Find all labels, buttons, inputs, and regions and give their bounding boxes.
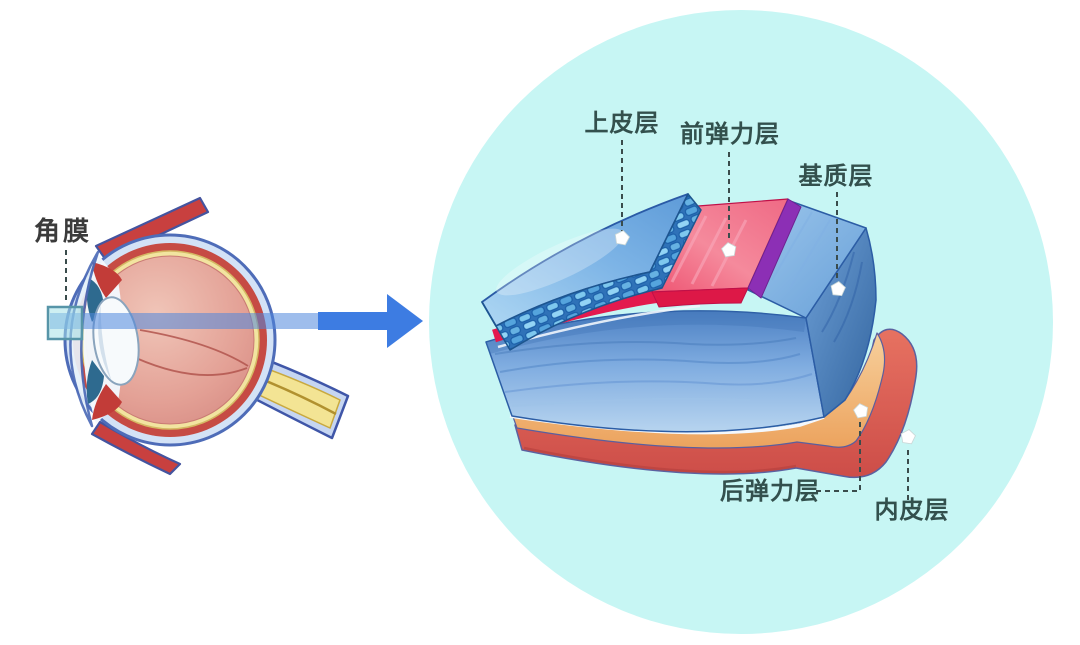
endothelium-bottom-edge (523, 446, 797, 474)
light-beam (50, 313, 320, 329)
epithelium-slab (481, 193, 702, 351)
iris-bottom (86, 360, 104, 404)
retina-fold-line (139, 329, 249, 367)
bowman-purple-edge (747, 198, 802, 299)
stroma-side-texture (821, 251, 863, 343)
retina-fold-line (135, 357, 248, 376)
inferior-muscle (90, 420, 182, 476)
light-beam-arrow (50, 294, 423, 348)
label-epithelium: 上皮层 (585, 109, 660, 137)
stroma-fiber-line (511, 397, 751, 407)
arrow-head (387, 294, 423, 348)
label-endothelium: 内皮层 (875, 496, 950, 524)
ciliary-body-top (92, 262, 122, 298)
eye-illustration (63, 196, 350, 476)
label-bowman: 前弹力层 (680, 120, 780, 148)
leader-lines (65, 140, 909, 500)
bowman-slab (651, 198, 802, 308)
label-cornea: 角膜 (34, 216, 92, 247)
leader-descemet (816, 420, 861, 492)
cornea-highlight-box (46, 305, 84, 341)
stroma-top-shade (486, 310, 806, 354)
arrow-body (318, 312, 388, 330)
cornea-layers-cutaway (481, 193, 918, 479)
stroma-fiber-line (494, 337, 797, 355)
stroma-right-face (805, 227, 877, 418)
ciliary-body-bottom (92, 384, 122, 420)
stroma-fiber-line (499, 353, 801, 373)
label-descemet: 后弹力层 (720, 477, 820, 505)
stroma-fiber-line (504, 373, 813, 393)
epithelium-cell-edge (481, 193, 702, 351)
stroma-top-texture (771, 211, 831, 289)
bowman-front-edge (651, 287, 749, 308)
label-stroma: 基质层 (799, 162, 874, 190)
epithelium-highlight (496, 228, 624, 296)
